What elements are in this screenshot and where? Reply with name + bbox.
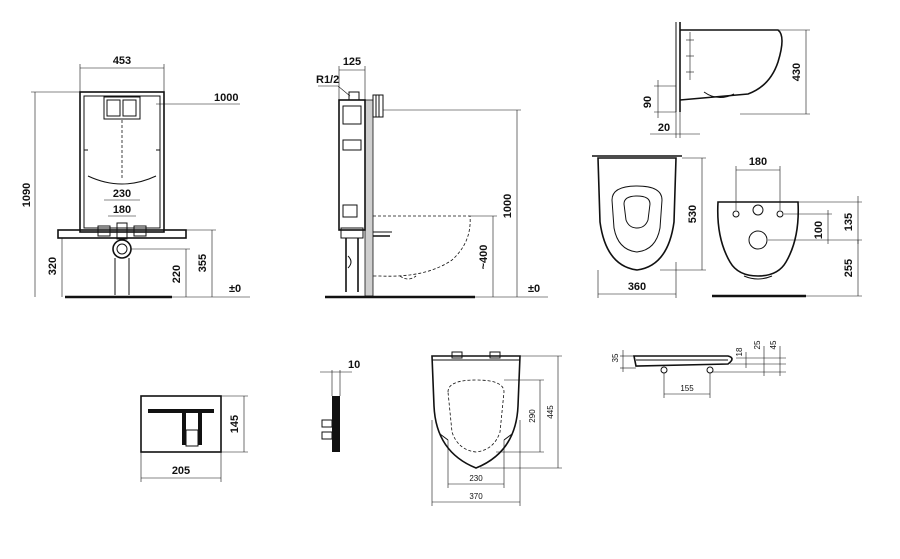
wc-offset-20-label: 20 [658, 122, 670, 134]
outlet-spacing-label: 180 [113, 204, 131, 216]
seat-side-35-label: 35 [611, 353, 620, 362]
wc-length-label: 530 [687, 205, 699, 223]
wc-height-430-label: 430 [791, 63, 803, 81]
wc-width-label: 360 [628, 281, 646, 293]
wc-back-view: 180 135 100 255 [712, 156, 862, 298]
frame-front-view: 453 1000 1090 230 180 320 220 355 ±0 [21, 55, 250, 299]
wc-top-view: 530 360 [592, 155, 706, 298]
seat-width-label: 370 [469, 492, 483, 501]
frame-total-height-label: 1090 [21, 183, 33, 207]
back-spacing-180-label: 180 [749, 156, 767, 168]
seat-side-view: 35 18 25 45 155 [611, 340, 786, 398]
flush-plate-side: 10 [320, 359, 360, 452]
frame-width-label: 453 [113, 55, 131, 67]
wc-height-90-label: 90 [642, 96, 654, 108]
seat-inner-length-label: 290 [528, 409, 537, 423]
seat-top-view: 445 290 230 370 [431, 351, 562, 506]
plate-width-label: 205 [172, 465, 190, 477]
seat-length-label: 445 [546, 405, 555, 419]
outlet-width-label: 230 [113, 188, 131, 200]
side-depth-label: 125 [343, 56, 361, 68]
side-zero-label: ±0 [528, 283, 540, 295]
seat-hinge-label: 155 [680, 384, 694, 393]
side-height-400-label: ~400 [478, 245, 490, 270]
height-220-label: 220 [171, 265, 183, 283]
thread-label: R1/2 [316, 74, 339, 86]
plate-height-label: 145 [229, 415, 241, 433]
plate-depth-label: 10 [348, 359, 360, 371]
seat-inner-width-label: 230 [469, 474, 483, 483]
height-320-label: 320 [47, 257, 59, 275]
seat-side-45-label: 45 [769, 340, 778, 349]
flush-plate-front: 145 205 [140, 395, 248, 482]
back-height-100-label: 100 [813, 221, 825, 239]
frame-zero-label: ±0 [229, 283, 241, 295]
frame-flush-height-label: 1000 [214, 92, 238, 104]
seat-side-18-label: 18 [735, 347, 744, 356]
back-height-255-label: 255 [843, 259, 855, 277]
side-height-1000-label: 1000 [502, 194, 514, 218]
frame-side-view: 125 R1/2 1000 ~400 ±0 [316, 56, 548, 299]
seat-side-25-label: 25 [753, 340, 762, 349]
wc-side-view: 430 90 20 [642, 22, 810, 138]
back-height-135-label: 135 [843, 213, 855, 231]
height-355-label: 355 [197, 254, 209, 272]
